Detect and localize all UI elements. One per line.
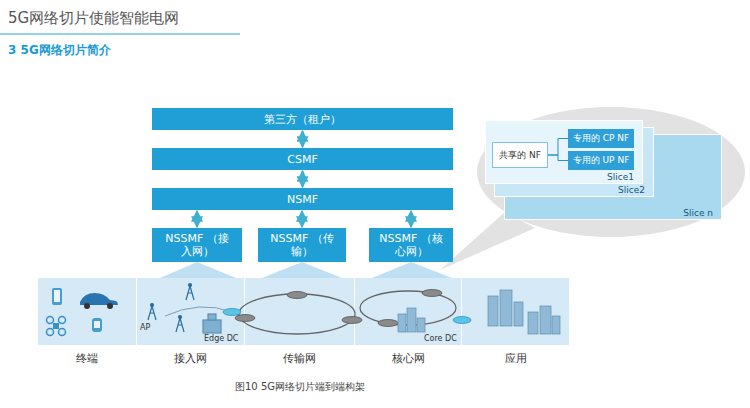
network-section: 传输网 (245, 278, 355, 345)
node-text: 传输网 (245, 351, 354, 366)
node-text: 专用的 CP NF (573, 132, 629, 145)
buildings (398, 290, 560, 334)
csmf-box: CSMF (152, 148, 453, 170)
dc-label: Core DC (424, 334, 457, 343)
connector (302, 131, 304, 147)
access-icons (148, 284, 232, 334)
connector (410, 211, 412, 227)
slice-box: Slice1 共享的 NF 专用的 CP NF 专用的 UP NF (485, 120, 643, 184)
node-text: Slice n (683, 208, 713, 218)
up-nf-box: 专用的 UP NF (568, 151, 634, 170)
shared-nf-box: 共享的 NF (492, 142, 548, 168)
scope-triangle (262, 262, 342, 278)
node-text: Slice1 (607, 172, 634, 182)
node-text: 核心网 (355, 351, 461, 366)
page-heading: 5G网络切片使能智能电网 (8, 9, 179, 28)
tenant-box: 第三方（租户） (152, 108, 453, 130)
connector (548, 139, 568, 156)
nssmf-box: NSSMF （传输） (258, 228, 346, 262)
node-text: CSMF (287, 153, 317, 166)
callout-bubble (477, 107, 745, 237)
connector (301, 211, 303, 227)
cp-nf-box: 专用的 CP NF (568, 129, 634, 148)
node-text: NSSMF （传输） (270, 232, 334, 258)
figure-caption: 图10 5G网络切片端到端构架 (0, 380, 600, 394)
node-text: 应用 (462, 351, 569, 366)
node-text: NSMF (287, 193, 318, 206)
section-heading: 3 5G网络切片简介 (8, 42, 111, 59)
title-rule (0, 34, 240, 35)
nssmf-box: NSSMF （接入网） (152, 228, 242, 262)
network-rings (223, 290, 471, 335)
node-text: 终端 (38, 351, 136, 366)
scope-triangle (160, 262, 236, 278)
connector (196, 211, 198, 227)
dc-label: Edge DC (204, 334, 238, 343)
scope-triangle (372, 262, 452, 278)
nsmf-box: NSMF (152, 188, 453, 210)
terminal-icons (47, 288, 119, 336)
node-text: NSSMF （核心网） (379, 232, 443, 258)
ap-label: AP (140, 323, 150, 332)
callout-tail (440, 212, 535, 270)
node-text: 第三方（租户） (264, 112, 341, 127)
node-text: Slice2 (618, 185, 645, 195)
node-text: 专用的 UP NF (573, 154, 630, 167)
node-text: NSSMF （接入网） (165, 232, 229, 258)
connector (302, 171, 304, 187)
node-text: 接入网 (137, 351, 244, 366)
connector (548, 155, 568, 161)
nssmf-box: NSSMF （核心网） (369, 228, 453, 262)
node-text: 共享的 NF (499, 150, 541, 161)
